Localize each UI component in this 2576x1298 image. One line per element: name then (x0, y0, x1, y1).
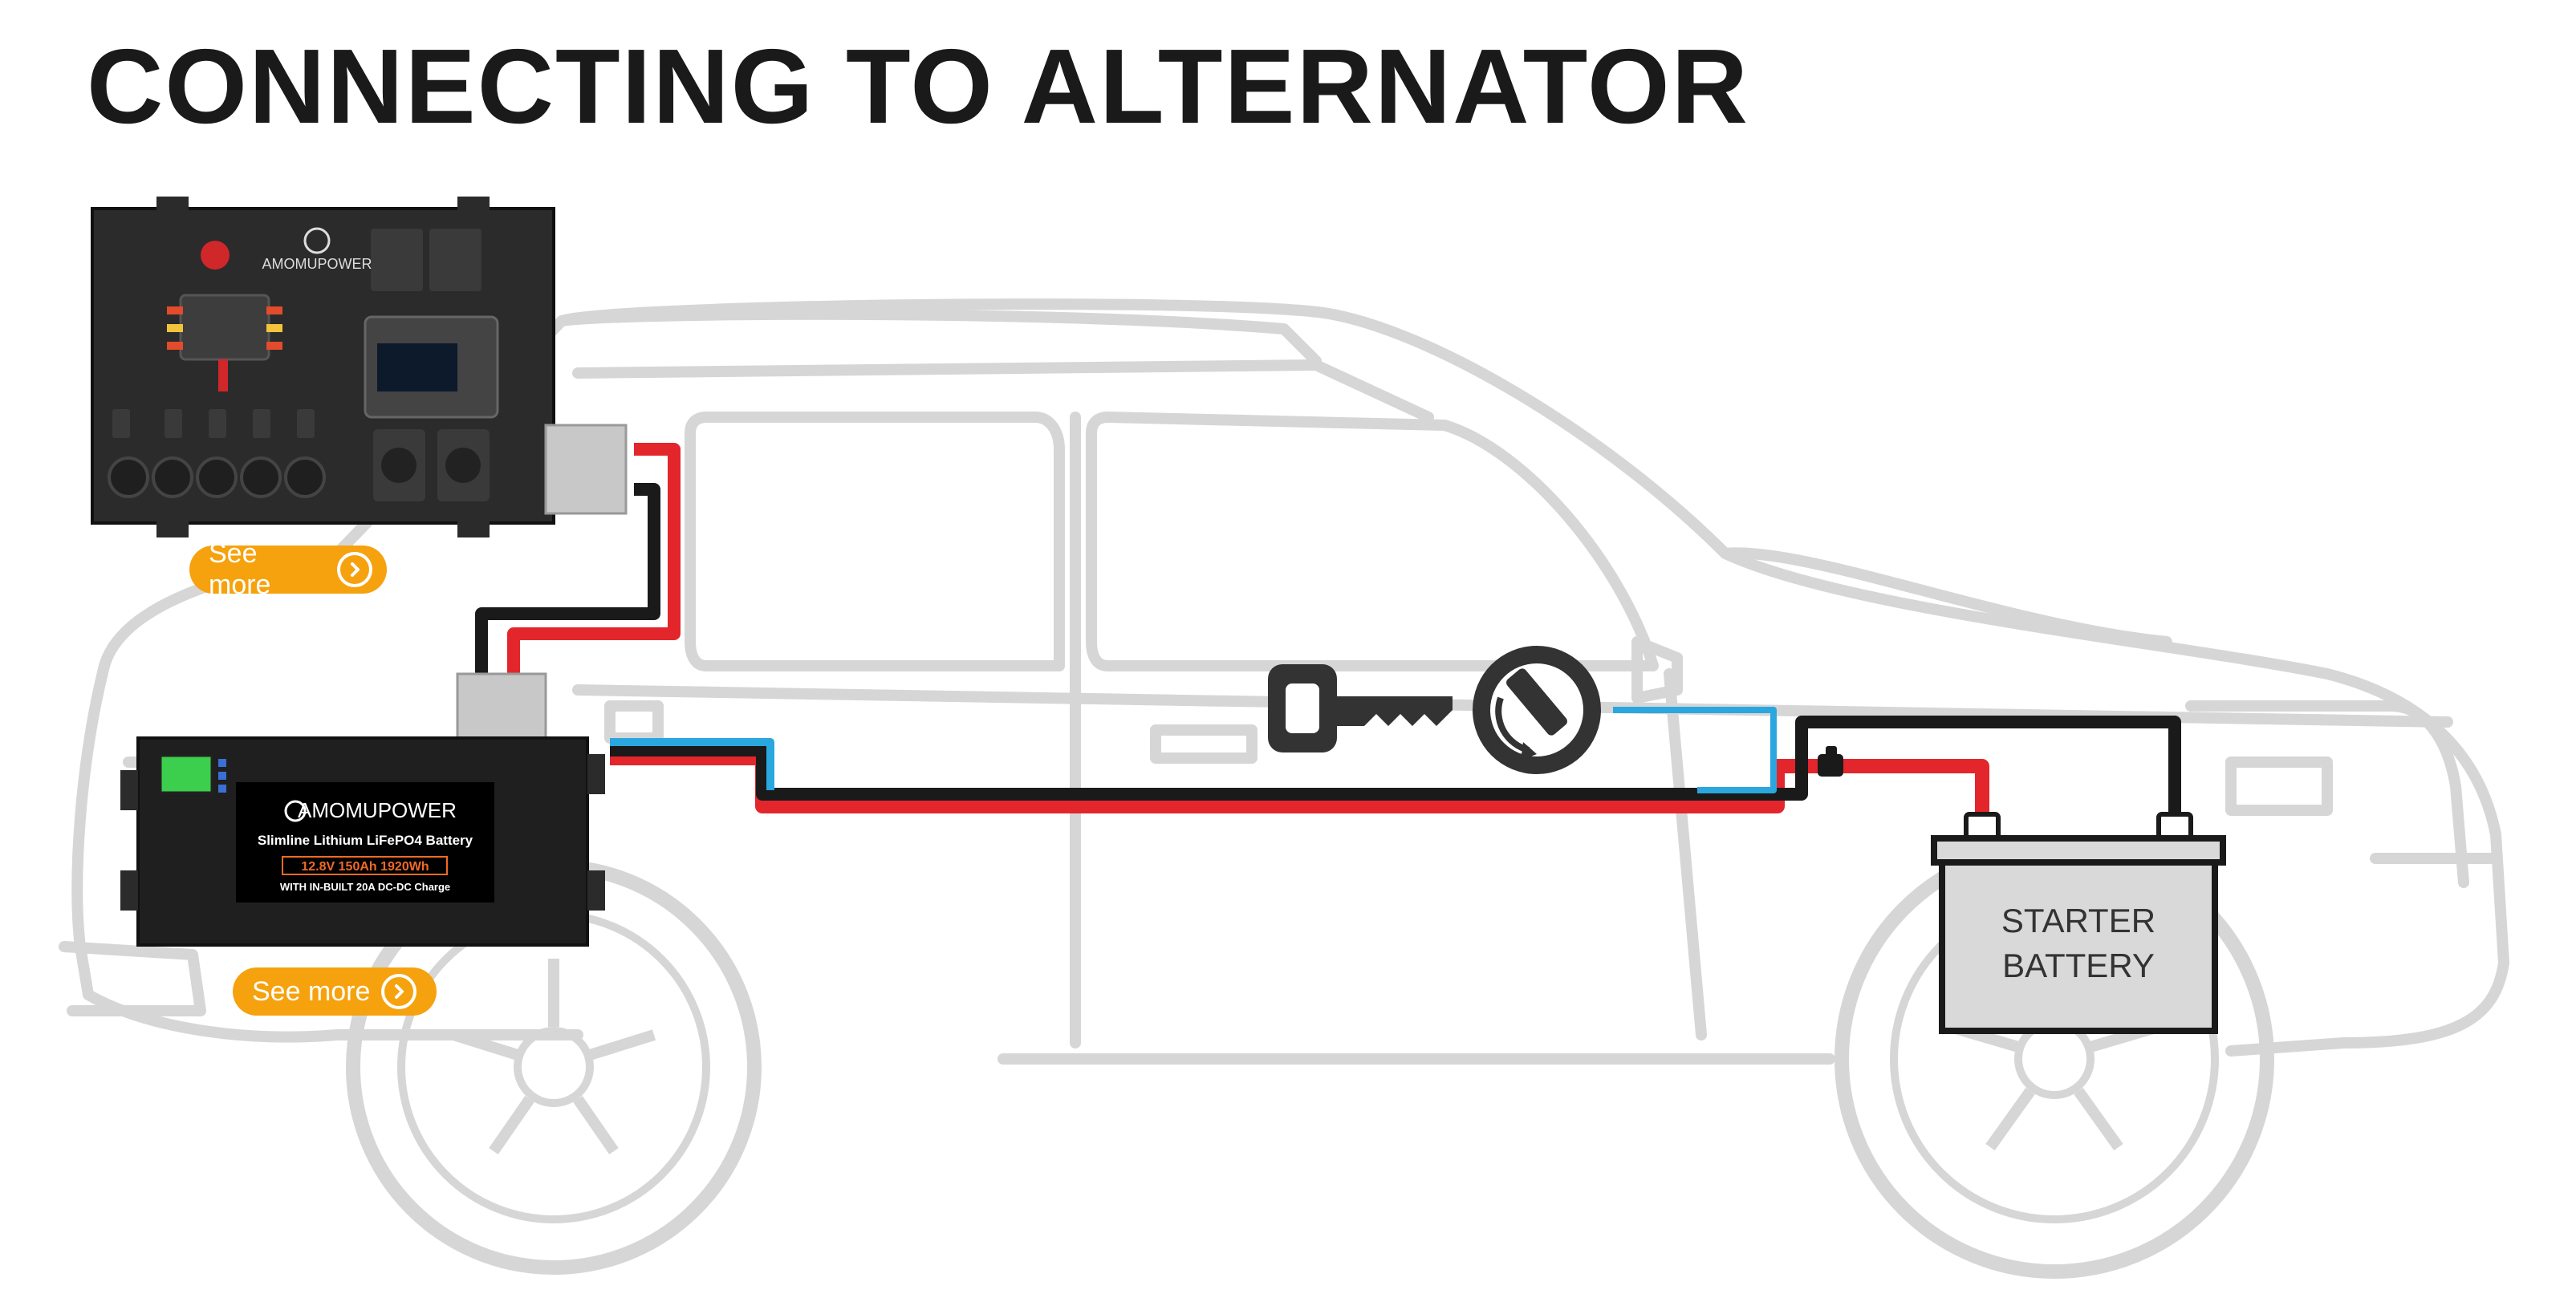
battery-logo-icon (284, 800, 307, 822)
battery-brand: AMOMUPOWER (298, 798, 457, 822)
see-more-button-panel[interactable]: See more (189, 538, 387, 600)
chevron-right-icon (337, 552, 372, 587)
battery-feature: WITH IN-BUILT 20A DC-DC Charge (280, 881, 450, 893)
battery-model: Slimline Lithium LiFePO4 Battery (258, 833, 473, 848)
main-switch (201, 241, 230, 270)
see-more-button-battery[interactable]: See more (233, 967, 437, 1016)
car-outline (59, 298, 2509, 1065)
main-wires (610, 707, 2181, 826)
panel-logo-icon (303, 227, 331, 254)
ignition-switch-icon (1473, 646, 1601, 774)
see-more-label: See more (252, 976, 371, 1007)
fuse-icon (1818, 746, 1843, 777)
starter-battery (1931, 812, 2226, 1034)
starter-battery-label-2: BATTERY (2002, 947, 2155, 984)
control-panel (91, 197, 628, 537)
panel-display (377, 343, 457, 391)
ignition-key-icon (1268, 664, 1453, 752)
starter-battery-label-1: STARTER (2001, 902, 2155, 939)
lithium-battery (120, 672, 605, 947)
panel-battery-wires (475, 443, 681, 674)
fuse-block (179, 294, 270, 361)
panel-brand: AMOMUPOWER (262, 256, 372, 272)
battery-anderson-plug (456, 672, 547, 740)
page-title: CONNECTING TO ALTERNATOR (87, 27, 1749, 145)
panel-anderson-plug (544, 424, 628, 515)
see-more-label: See more (209, 538, 271, 600)
battery-display (159, 754, 213, 794)
chevron-right-icon (381, 974, 417, 1009)
battery-spec: 12.8V 150Ah 1920Wh (301, 860, 429, 874)
